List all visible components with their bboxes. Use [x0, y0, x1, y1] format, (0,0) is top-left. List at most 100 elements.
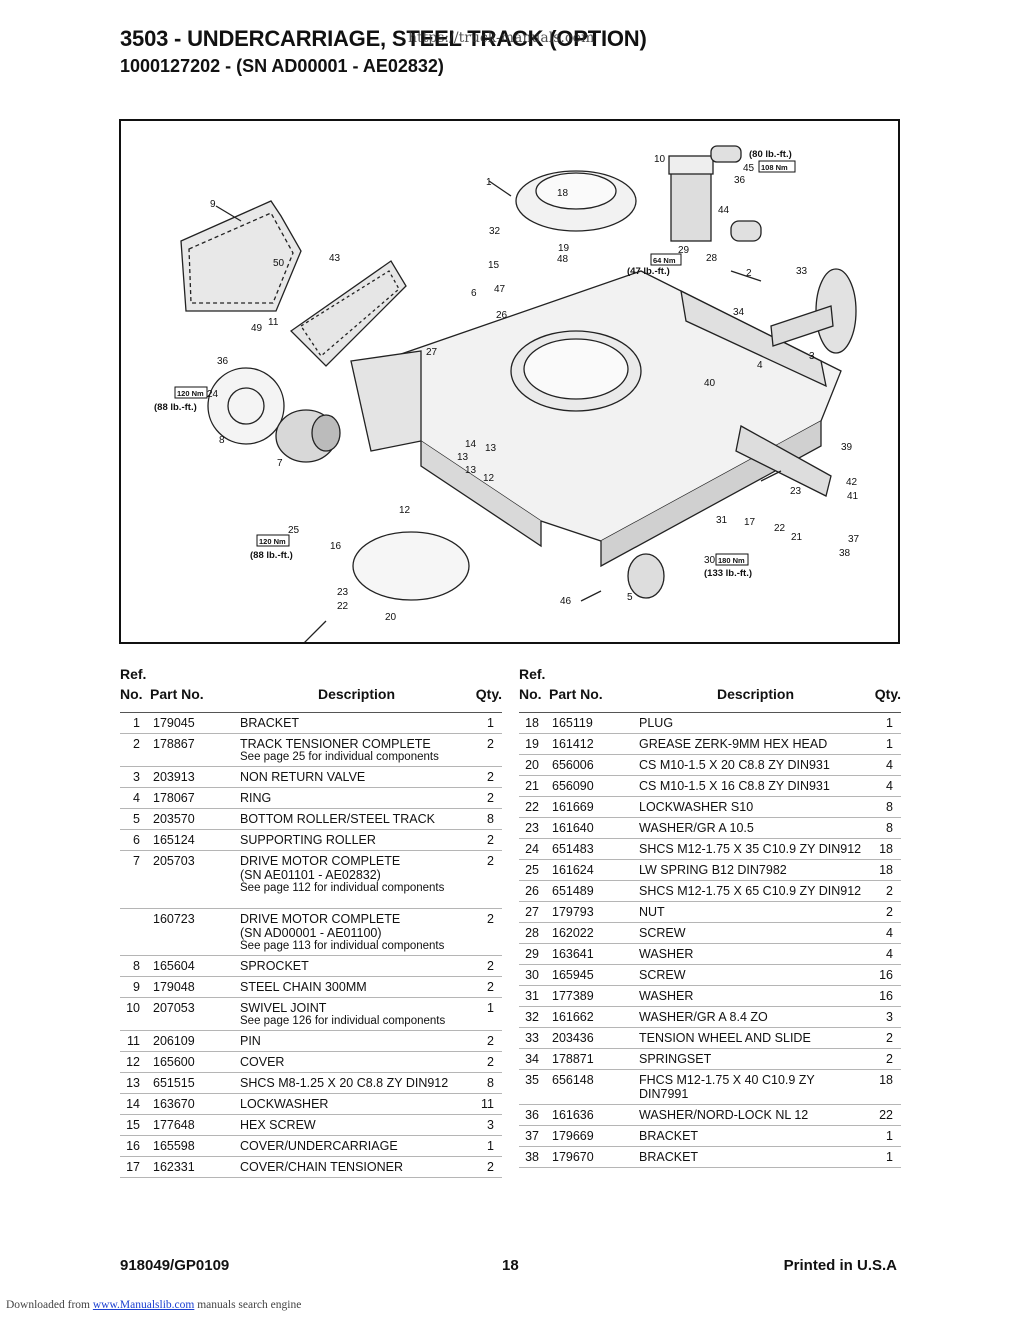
download-suffix: manuals search engine [194, 1299, 302, 1311]
callout: 2 [746, 268, 752, 279]
description: WASHER [639, 989, 694, 1003]
description-cell: NON RETURN VALVE [240, 770, 502, 784]
description: WASHER [639, 947, 694, 961]
description-cell: NUT [639, 905, 874, 919]
description: PLUG [639, 716, 674, 730]
description-cell: WASHER [639, 947, 874, 961]
description: BOTTOM ROLLER/STEEL TRACK [240, 812, 435, 826]
callout: 34 [733, 307, 745, 318]
part-number: 207053 [153, 1001, 195, 1015]
callout: 32 [489, 226, 501, 237]
quantity: 16 [879, 989, 893, 1003]
description: CS M10-1.5 X 16 C8.8 ZY DIN931 [639, 779, 830, 793]
part-number: 656148 [552, 1073, 594, 1087]
part-number: 162331 [153, 1160, 195, 1174]
quantity: 2 [886, 905, 893, 919]
description-cell: CS M10-1.5 X 16 C8.8 ZY DIN931 [639, 779, 874, 793]
callout: 33 [796, 266, 808, 277]
description-line2: (SN AE01101 - AE02832) [240, 868, 381, 882]
part-number: 165598 [153, 1139, 195, 1153]
description: SPROCKET [240, 959, 309, 973]
callout: 36 [734, 175, 746, 186]
description-cell: BRACKET [639, 1129, 874, 1143]
callout: 29 [678, 245, 690, 256]
qty-header: Qty. [874, 686, 901, 702]
ref-number: 10 [126, 1001, 140, 1015]
callout: 20 [385, 612, 397, 623]
description-cell: SHCS M12-1.75 X 35 C10.9 ZY DIN912 [639, 842, 874, 856]
part-number: 165600 [153, 1055, 195, 1069]
callout: 13 [457, 452, 469, 463]
description: GREASE ZERK-9MM HEX HEAD [639, 737, 828, 751]
description: SPRINGSET [639, 1052, 712, 1066]
quantity: 2 [487, 1160, 494, 1174]
ref-number: 35 [525, 1073, 539, 1087]
description-cell: DRIVE MOTOR COMPLETE(SN AE01101 - AE0283… [240, 854, 502, 894]
callout: 8 [219, 435, 225, 446]
description-cell: COVER [240, 1055, 502, 1069]
callout: 23 [790, 486, 802, 497]
quantity: 4 [886, 947, 893, 961]
description: SUPPORTING ROLLER [240, 833, 376, 847]
download-note: Downloaded from www.Manualslib.com manua… [6, 1299, 301, 1311]
quantity: 1 [886, 1150, 893, 1164]
description-cell: WASHER/GR A 8.4 ZO [639, 1010, 874, 1024]
quantity: 16 [879, 968, 893, 982]
quantity: 18 [879, 863, 893, 877]
callout: 12 [399, 505, 411, 516]
part-number: 161412 [552, 737, 594, 751]
description: NON RETURN VALVE [240, 770, 366, 784]
description-cell: SCREW [639, 926, 874, 940]
quantity: 2 [487, 854, 494, 868]
description: SCREW [639, 968, 686, 982]
manualslib-link[interactable]: www.Manualslib.com [92, 1299, 195, 1311]
ref-number: 37 [525, 1129, 539, 1143]
part-number: 178867 [153, 737, 195, 751]
description-cell: TENSION WHEEL AND SLIDE [639, 1031, 874, 1045]
callout: 42 [846, 477, 858, 488]
description: SWIVEL JOINT [240, 1001, 327, 1015]
ref-number: 19 [525, 737, 539, 751]
description: COVER [240, 1055, 285, 1069]
callout: 30 [704, 555, 716, 566]
part-number: 161640 [552, 821, 594, 835]
callout: 46 [560, 596, 572, 607]
description-cell: BRACKET [639, 1150, 874, 1164]
quantity: 11 [481, 1097, 494, 1111]
callout: 37 [848, 534, 860, 545]
callout: 50 [273, 258, 285, 269]
exploded-parts-diagram: 1 2 3 4 5 6 7 8 9 10 11 12 13 14 15 16 1… [119, 119, 900, 644]
ref-number: 6 [133, 833, 140, 847]
quantity: 4 [886, 779, 893, 793]
quantity: 1 [487, 716, 494, 730]
ref-number: 38 [525, 1150, 539, 1164]
callout: 17 [744, 517, 756, 528]
callout: 49 [251, 323, 263, 334]
quantity: 2 [487, 791, 494, 805]
qty-header: Qty. [475, 686, 502, 702]
description-cell: SPRINGSET [639, 1052, 874, 1066]
ref-number: 18 [525, 716, 539, 730]
ref-number: 7 [133, 854, 140, 868]
ref-number: 24 [525, 842, 539, 856]
callout: 13 [465, 465, 477, 476]
part-number: 161669 [552, 800, 594, 814]
callout: 47 [494, 284, 506, 295]
torque-label: 108 Nm [761, 163, 788, 172]
description-cell: WASHER/NORD-LOCK NL 12 [639, 1108, 874, 1122]
torque-ft-label: (80 lb.-ft.) [749, 149, 792, 160]
ref-number: 17 [126, 1160, 140, 1174]
description: WASHER/GR A 8.4 ZO [639, 1010, 768, 1024]
